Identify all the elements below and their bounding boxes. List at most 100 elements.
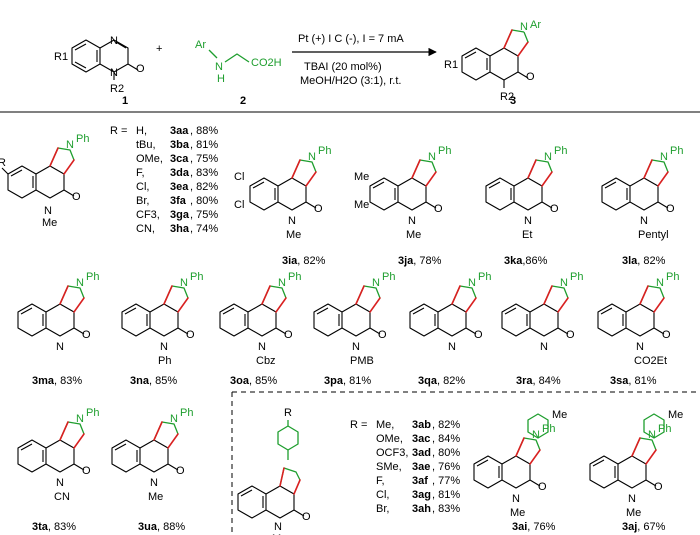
ph-label: Ph (382, 271, 395, 283)
aryl-substituent: Me (552, 409, 567, 421)
condition-catalyst: TBAI (20 mol%) (304, 61, 382, 73)
product-id: 3ga (170, 209, 190, 221)
product-label-3qa: 3qa, 82% (418, 375, 465, 387)
me-label: Me (42, 217, 57, 229)
product-label-3ka: 3ka,86% (504, 255, 548, 267)
r-substituent: CF3, (136, 209, 160, 221)
r-substituent: tBu, (136, 139, 156, 151)
ar-substituent: Cl, (376, 489, 389, 501)
n-atom: N (66, 139, 74, 151)
product-label-3sa: 3sa, 81% (610, 375, 657, 387)
n-atom: N (76, 277, 84, 289)
product-yield: , 74% (190, 223, 218, 235)
n-substituent: Ph (158, 355, 171, 367)
o-atom: O (526, 71, 535, 83)
ph-label: Ph (76, 133, 89, 145)
n-substituent: Me (148, 491, 163, 503)
aryl-substituent-list: R =Me,3ab, 82%OMe,3ac, 84%OCF3,3ad, 80%S… (350, 419, 460, 515)
r-list-header: R = (110, 125, 127, 137)
product-yield: , 83% (432, 503, 460, 515)
product-yield: , 84% (432, 433, 460, 445)
product-yield: , 83% (190, 167, 218, 179)
product-yield: , 77% (432, 475, 460, 487)
n-atom: N (288, 215, 296, 227)
n-atom: N (56, 477, 64, 489)
n-atom: N (512, 493, 520, 505)
product-label-3oa: 3oa, 85% (230, 375, 277, 387)
r-label: R (0, 157, 6, 169)
product-id: 3ah (412, 503, 431, 515)
ar-substituent: SMe, (376, 461, 402, 473)
n-atom: N (524, 215, 532, 227)
product-label-3ai: 3ai, 76% (512, 521, 556, 533)
n-substituent: Me (406, 229, 421, 241)
n-substituent: Me (626, 507, 641, 519)
o-atom: O (82, 329, 91, 341)
o-atom: O (136, 63, 145, 75)
product-structures: RONMeNPhONMeClClNPhONMeMeMeNPhONEtNPhONP… (17, 145, 683, 535)
product-label-3pa: 3pa, 81% (324, 375, 371, 387)
r2-label: R2 (110, 83, 124, 95)
o-atom: O (186, 329, 195, 341)
r2-label: R2 (500, 91, 514, 103)
o-atom: O (176, 465, 185, 477)
o-atom: O (654, 481, 663, 493)
ring-substituent: Me (354, 171, 369, 183)
ar-substituent: OMe, (376, 433, 403, 445)
o-atom: O (72, 191, 81, 203)
ph-label: Ph (190, 271, 203, 283)
n-substituent: PMB (350, 355, 374, 367)
product-label-3ra: 3ra, 84% (516, 375, 561, 387)
o-atom: O (666, 203, 675, 215)
n-atom: N (278, 277, 286, 289)
ph-label: Ph (318, 145, 331, 157)
n-substituent: CO2Et (634, 355, 667, 367)
n-substituent: CN (54, 491, 70, 503)
ar-substituent: Me, (376, 419, 394, 431)
n-atom: N (468, 277, 476, 289)
product-id: 3aa (170, 125, 189, 137)
product-yield: , 82% (432, 419, 460, 431)
product-yield: , 75% (190, 153, 218, 165)
product-yield: , 76% (432, 461, 460, 473)
n-substituent: Pentyl (638, 229, 669, 241)
ph-label: Ph (86, 407, 99, 419)
ring-substituent: Me (354, 199, 369, 211)
r1-label: R1 (54, 51, 68, 63)
ar-substituent: OCF3, (376, 447, 408, 459)
product-yield: , 88% (190, 125, 218, 137)
product-id: 3ca (170, 153, 189, 165)
n-atom: N (110, 67, 118, 79)
o-atom: O (538, 481, 547, 493)
n-atom: N (150, 477, 158, 489)
ph-label: Ph (570, 271, 583, 283)
n-substituent: Me (286, 229, 301, 241)
n-atom: N (520, 21, 528, 33)
n-atom: N (544, 151, 552, 163)
reactant-2-label: 2 (240, 95, 246, 107)
r-substituent: Cl, (136, 181, 149, 193)
product-yield: , 80% (190, 195, 218, 207)
ph-label: Ph (670, 145, 683, 157)
product-label-3ua: 3ua, 88% (138, 521, 185, 533)
n-atom: N (628, 493, 636, 505)
n-atom: N (308, 151, 316, 163)
n-atom: N (274, 521, 282, 533)
product-id: 3ac (412, 433, 430, 445)
ar-label: Ar (195, 39, 206, 51)
n-atom: N (56, 341, 64, 353)
n-substituent: Me (510, 507, 525, 519)
product-id: 3ad (412, 447, 431, 459)
